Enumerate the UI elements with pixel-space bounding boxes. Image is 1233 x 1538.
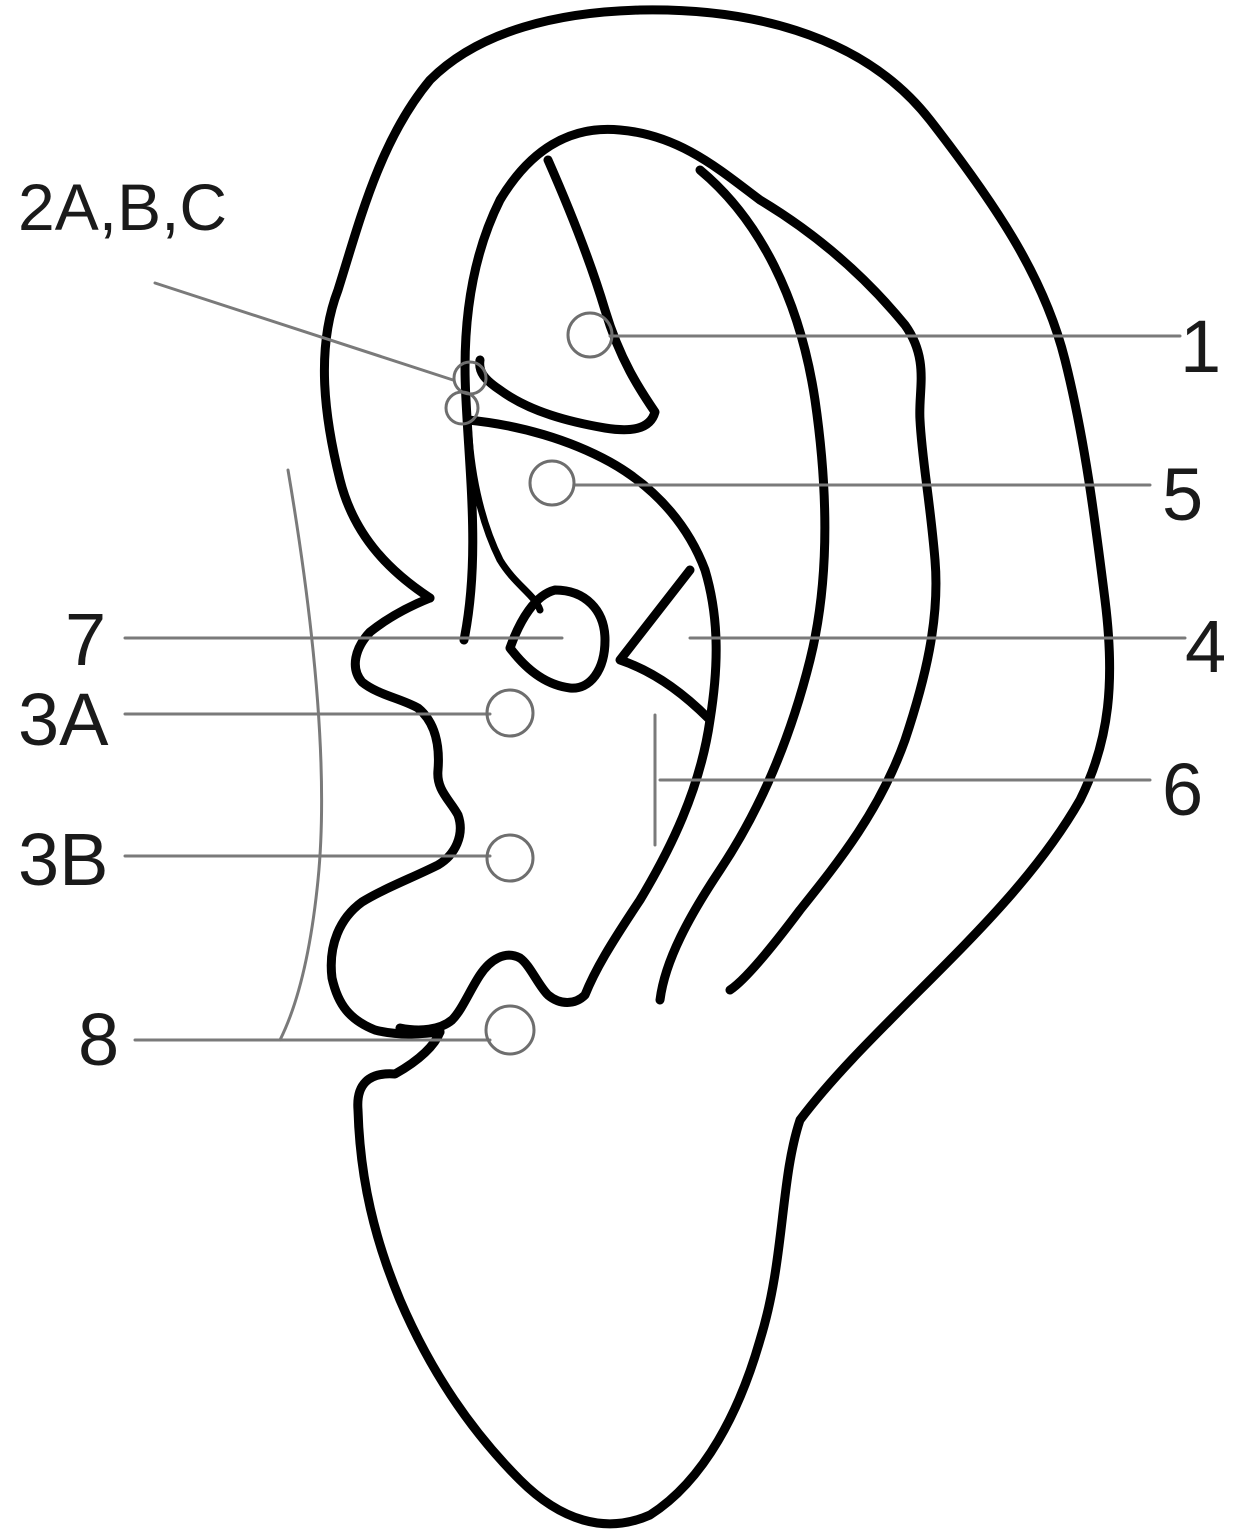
label-3b: 3B	[18, 818, 109, 901]
acupoint-8-marker	[486, 1006, 534, 1054]
acupoint-3b-marker	[487, 835, 533, 881]
leader-2abc	[155, 283, 453, 380]
antihelix-inner-curve	[660, 170, 825, 1000]
label-3a: 3A	[18, 678, 109, 761]
label-6: 6	[1162, 748, 1203, 831]
acupoint-5-marker	[530, 461, 574, 505]
acupoint-1-marker	[568, 313, 612, 357]
label-4: 4	[1185, 605, 1226, 688]
label-8: 8	[78, 998, 119, 1081]
acupoint-3a-marker	[487, 690, 533, 736]
label-2abc: 2A,B,C	[18, 170, 227, 244]
label-5: 5	[1162, 453, 1203, 536]
leader-8-bracket	[280, 470, 322, 1040]
label-7: 7	[65, 598, 106, 681]
concha-outline	[400, 420, 716, 1030]
cavum-wedge	[620, 570, 708, 718]
label-1: 1	[1180, 305, 1221, 388]
tragus-wavy-edge	[331, 598, 460, 1034]
intertragic-notch	[468, 420, 540, 610]
triangular-fossa	[480, 160, 655, 430]
